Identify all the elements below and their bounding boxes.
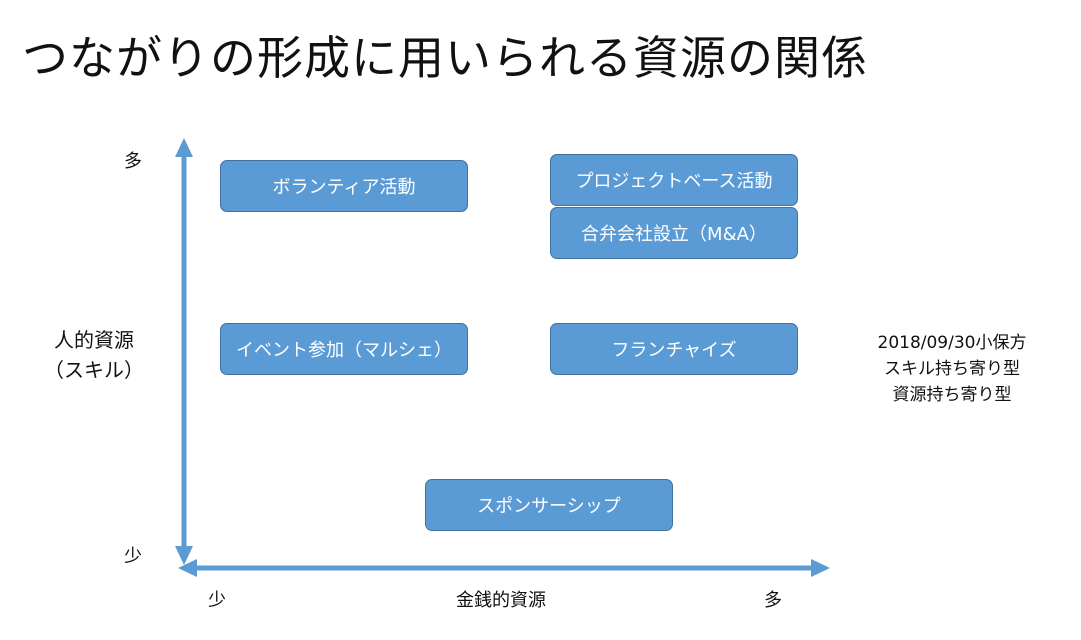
box-volunteer: ボランティア活動 — [220, 160, 468, 212]
box-project-based: プロジェクトベース活動 — [550, 154, 798, 206]
x-axis-arrow — [178, 559, 830, 577]
y-axis-arrow — [175, 138, 193, 565]
x-axis-label: 金銭的資源 — [456, 590, 546, 611]
y-axis-label: 人的資源 （スキル） — [44, 325, 144, 385]
y-axis-label-line2: （スキル） — [44, 358, 144, 382]
box-joint-venture: 合弁会社設立（M&A） — [550, 207, 798, 259]
box-franchise: フランチャイズ — [550, 323, 798, 375]
page-title: つながりの形成に用いられる資源の関係 — [22, 31, 868, 85]
y-axis-high-label: 多 — [124, 151, 142, 172]
box-event: イベント参加（マルシェ） — [220, 323, 468, 375]
y-axis-label-line1: 人的資源 — [54, 328, 134, 352]
box-sponsorship: スポンサーシップ — [425, 479, 673, 531]
y-axis-low-label: 少 — [124, 546, 142, 567]
x-axis-low-label: 少 — [208, 590, 226, 611]
note-line: スキル持ち寄り型 — [884, 359, 1020, 379]
note-line: 資源持ち寄り型 — [892, 385, 1012, 405]
note-line: 2018/09/30小保方 — [877, 333, 1027, 353]
side-note: 2018/09/30小保方 スキル持ち寄り型 資源持ち寄り型 — [852, 330, 1052, 408]
x-axis-high-label: 多 — [764, 590, 782, 611]
